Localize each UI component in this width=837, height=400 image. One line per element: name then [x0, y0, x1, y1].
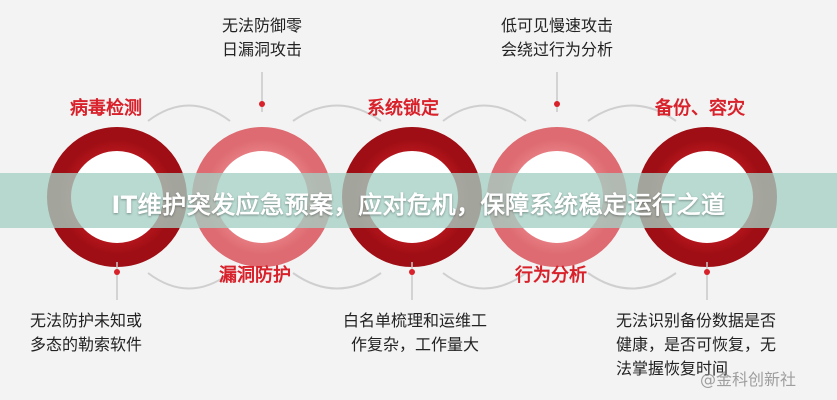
- bottom-label-2: 白名单梳理和运维工 作复杂，工作量大: [320, 309, 510, 357]
- connector-dots: [114, 101, 710, 275]
- top-label-1: 无法防御零 日漏洞攻击: [192, 14, 332, 62]
- top-label-2-line-1: 低可见慢速攻击: [500, 16, 613, 35]
- top-label-2-line-2: 会绕过行为分析: [500, 40, 613, 59]
- banner-title: IT维护突发应急预案，应对危机，保障系统稳定运行之道: [111, 191, 726, 219]
- bottom-label-1: 无法防护未知或 多态的勒索软件: [30, 309, 142, 357]
- bottom-label-1-line-2: 多态的勒索软件: [30, 335, 143, 354]
- top-label-1-line-1: 无法防御零: [221, 16, 302, 35]
- title-banner: [0, 173, 837, 228]
- bottom-label-1-line-1: 无法防护未知或: [30, 311, 143, 330]
- stage-title-2: 漏洞防护: [219, 265, 291, 286]
- bottom-label-2-line-2: 作复杂，工作量大: [350, 335, 479, 354]
- stage-title-5: 备份、容灾: [655, 98, 745, 119]
- stage-title-3: 系统锁定: [367, 98, 439, 119]
- top-arcs: [147, 104, 677, 122]
- bottom-arcs: [147, 272, 677, 290]
- top-label-1-line-2: 日漏洞攻击: [221, 40, 302, 59]
- bottom-label-3-line-3: 法掌握恢复时间: [616, 359, 729, 378]
- bottom-label-2-line-1: 白名单梳理和运维工: [342, 311, 487, 330]
- watermark: @金科创新社: [700, 370, 797, 389]
- stage-title-1: 病毒检测: [70, 98, 142, 119]
- top-label-2: 低可见慢速攻击 会绕过行为分析: [467, 14, 647, 62]
- bottom-label-3-line-1: 无法识别备份数据是否: [616, 311, 777, 330]
- stage-title-4: 行为分析: [515, 265, 587, 286]
- bottom-label-3: 无法识别备份数据是否 健康，是否可恢复，无 法掌握恢复时间: [616, 309, 776, 381]
- bottom-label-3-line-2: 健康，是否可恢复，无: [616, 335, 777, 354]
